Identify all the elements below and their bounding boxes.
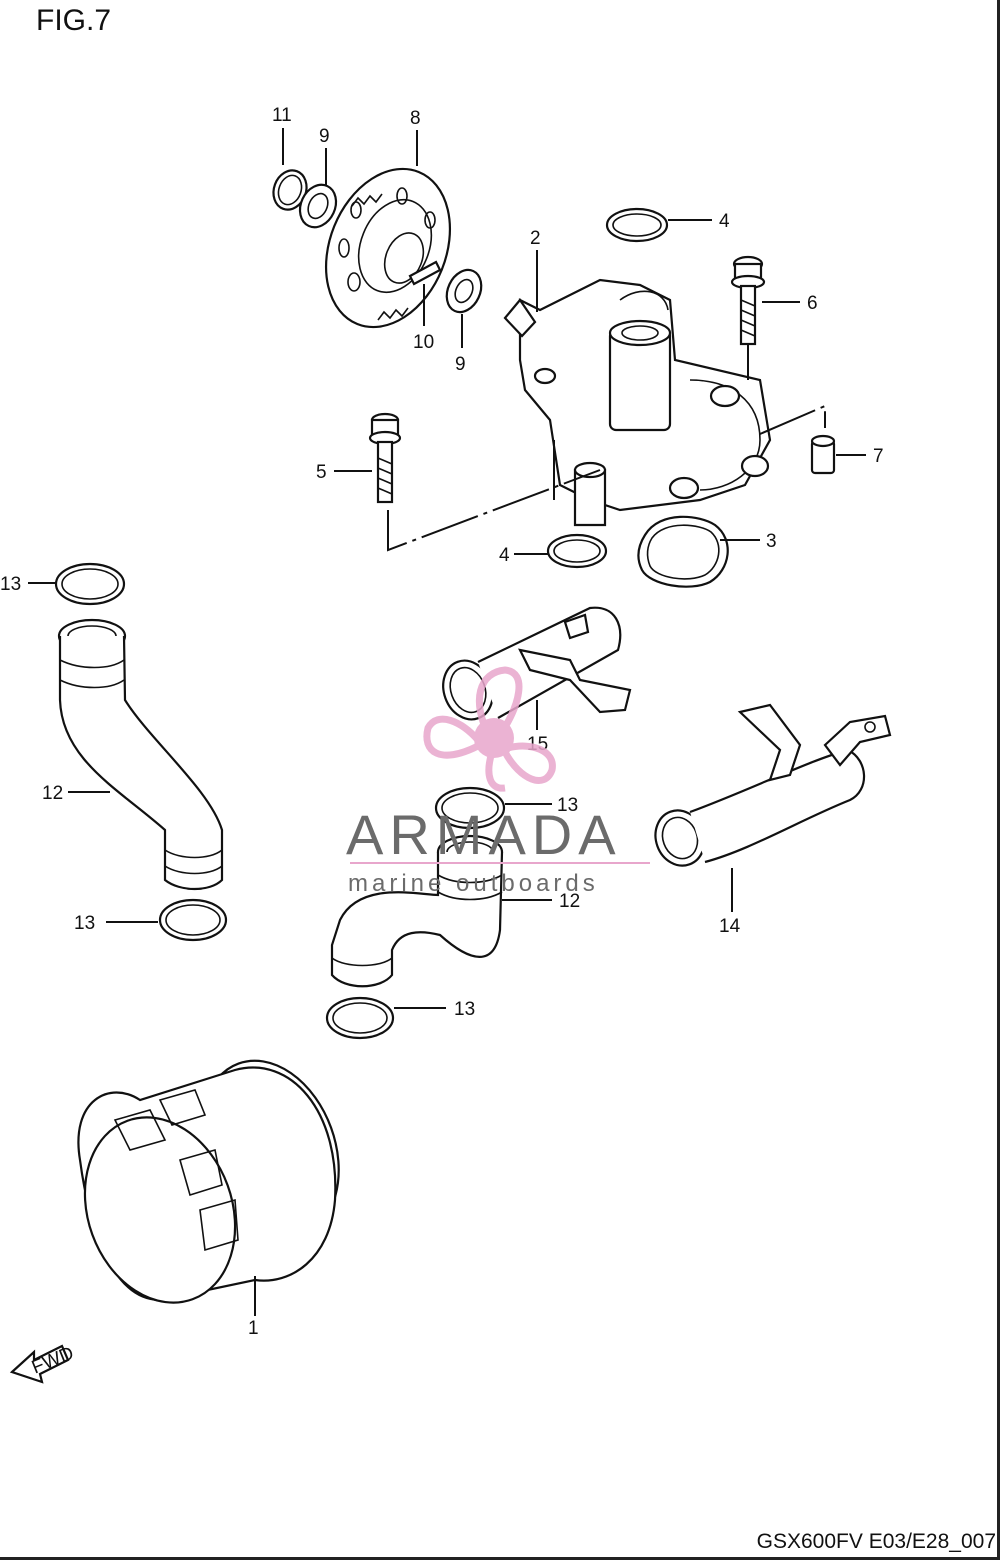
callout-13-c: 13 xyxy=(74,913,95,934)
watermark-subtitle: marine outboards xyxy=(348,870,599,897)
callout-1: 1 xyxy=(248,1318,259,1339)
callout-3: 3 xyxy=(766,531,777,552)
callout-8: 8 xyxy=(410,108,421,129)
assembly-line-7 xyxy=(759,404,826,435)
callout-4-upper: 4 xyxy=(719,211,730,232)
callout-10: 10 xyxy=(413,332,434,353)
callout-12-center: 12 xyxy=(559,891,580,912)
watermark-divider xyxy=(350,862,650,864)
callout-13-b: 13 xyxy=(557,795,578,816)
part-5-bolt[interactable] xyxy=(368,412,402,504)
part-15-pipe[interactable] xyxy=(435,606,632,727)
callout-9-lower: 9 xyxy=(455,354,466,375)
part-7-dowel[interactable] xyxy=(810,434,836,475)
callout-12-left: 12 xyxy=(42,783,63,804)
propeller-logo-icon xyxy=(423,666,556,792)
callout-13-a: 13 xyxy=(0,574,21,595)
part-13-o-ring-d[interactable] xyxy=(325,996,395,1040)
callout-13-d: 13 xyxy=(454,999,475,1020)
part-12-pipe-left[interactable] xyxy=(57,618,224,890)
part-6-bolt[interactable] xyxy=(730,255,766,346)
part-2-oil-pump[interactable] xyxy=(503,278,772,527)
callout-7: 7 xyxy=(873,446,884,467)
assembly-line-5 xyxy=(387,469,601,552)
figure-title: FIG.7 xyxy=(36,4,112,37)
fwd-arrow-icon: FWD xyxy=(9,1343,77,1384)
callout-9-upper: 9 xyxy=(319,126,330,147)
part-13-o-ring-b[interactable] xyxy=(434,786,506,830)
frame-border-right xyxy=(997,0,1000,1560)
watermark-name: ARMADA xyxy=(346,803,622,866)
part-14-pipe[interactable] xyxy=(648,703,892,873)
fwd-label: FWD xyxy=(29,1343,77,1379)
callout-6: 6 xyxy=(807,293,818,314)
part-4-o-ring-lower[interactable] xyxy=(546,533,608,569)
callout-4-lower: 4 xyxy=(499,545,510,566)
part-13-o-ring-c[interactable] xyxy=(158,898,228,942)
part-13-o-ring-a[interactable] xyxy=(54,562,126,606)
part-10-pin[interactable] xyxy=(408,260,442,286)
callout-leaders xyxy=(28,128,866,1316)
part-8-pump-gear[interactable] xyxy=(304,150,473,346)
part-1-oil-filter[interactable] xyxy=(60,1041,363,1324)
callout-14: 14 xyxy=(719,916,741,937)
callout-11: 11 xyxy=(272,105,292,126)
part-9-washer-upper[interactable] xyxy=(293,179,342,233)
callout-2: 2 xyxy=(530,228,541,249)
diagram-code: GSX600FV E03/E28_007 xyxy=(756,1530,996,1553)
part-9-washer-lower[interactable] xyxy=(440,264,488,317)
callout-5: 5 xyxy=(316,462,327,483)
frame-border-bottom xyxy=(0,1557,1000,1560)
part-3-gasket[interactable] xyxy=(637,515,729,588)
part-12-pipe-center[interactable] xyxy=(330,834,504,988)
part-4-o-ring-upper[interactable] xyxy=(605,207,669,243)
